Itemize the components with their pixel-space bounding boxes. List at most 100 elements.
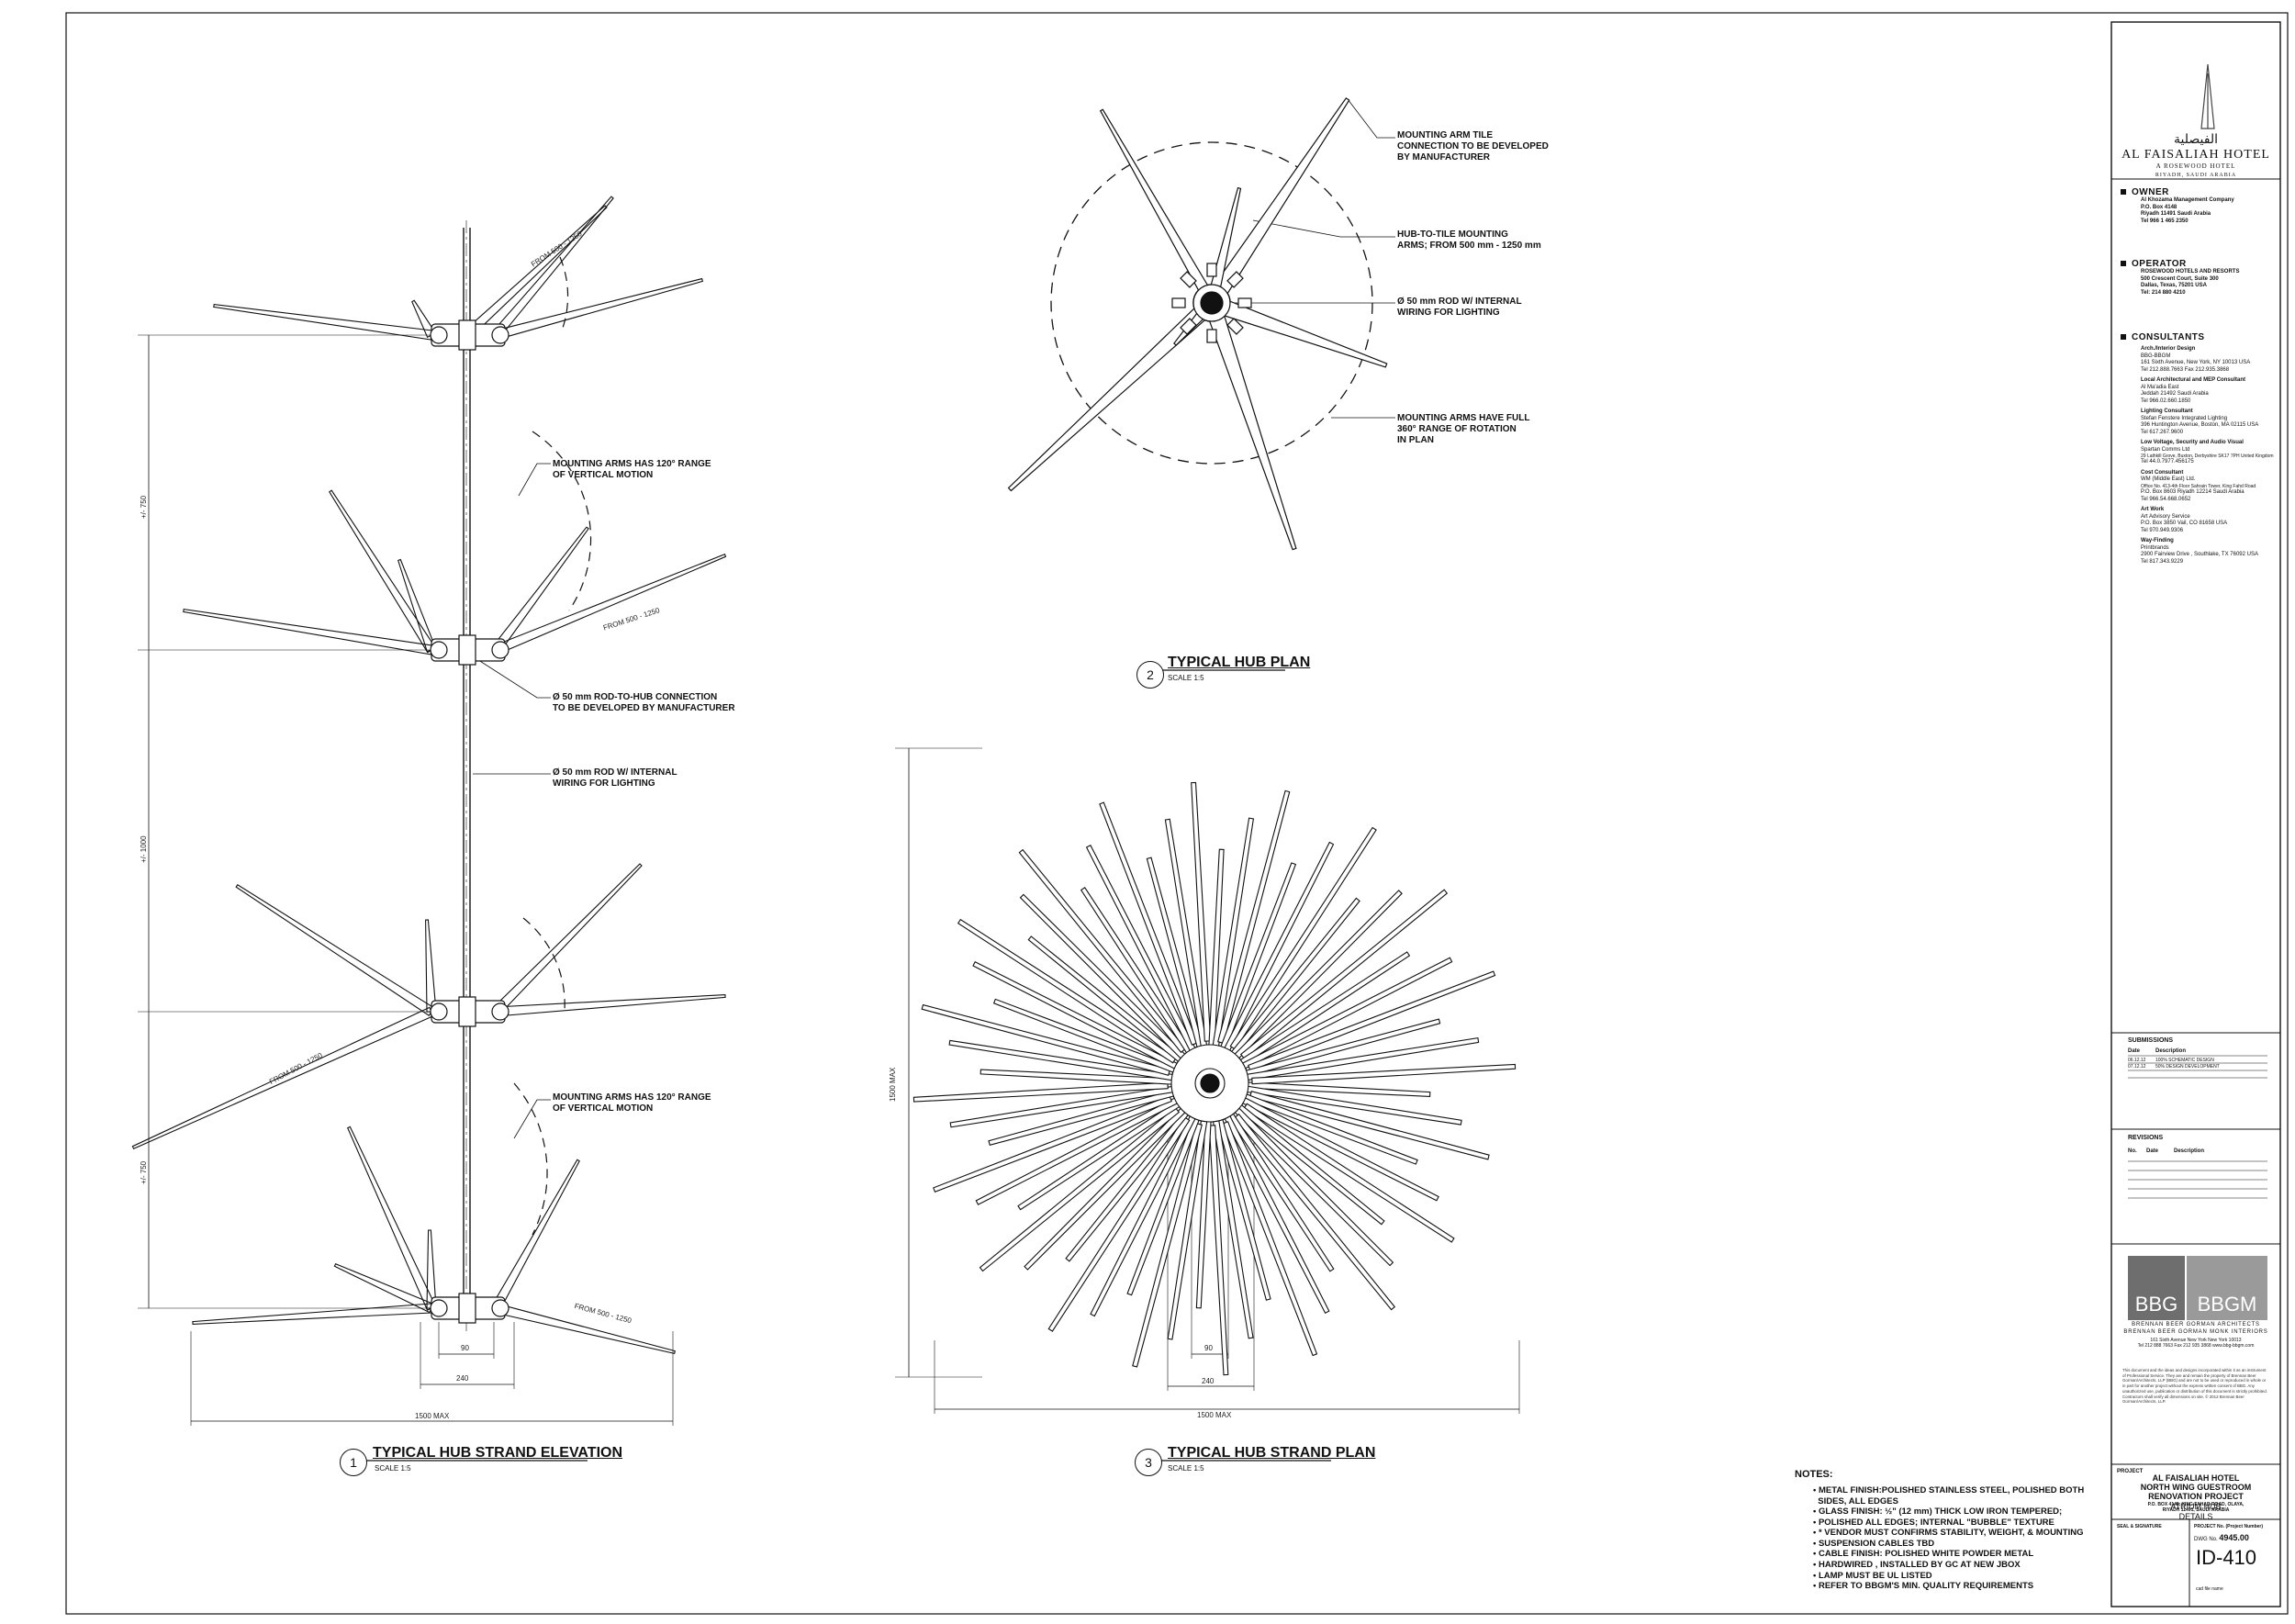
note-item: • GLASS FINISH: ½" (12 mm) THICK LOW IRO… [1813, 1506, 2063, 1518]
elevation-arm [425, 919, 437, 1013]
elevation-arm [183, 608, 433, 655]
elevation-arm [493, 553, 727, 655]
submission-row: 07.12.12 50% DESIGN DEVELOPMENT [2128, 1063, 2220, 1070]
elevation-hub-joint [491, 326, 509, 344]
note-item: • HARDWIRED , INSTALLED BY GC AT NEW JBO… [1813, 1560, 2021, 1571]
plan-arm [1099, 108, 1218, 307]
strand-rod [1221, 1121, 1318, 1357]
elev-dim-1500: 1500 MAX [415, 1412, 450, 1420]
note-item: • REFER TO BBGM'S MIN. QUALITY REQUIREME… [1813, 1581, 2034, 1592]
note-item: • POLISHED ALL EDGES; INTERNAL "BUBBLE" … [1813, 1517, 2054, 1528]
title-block-border [2110, 21, 2281, 1607]
dwg-number: DWG No. 4945.00 [2194, 1533, 2249, 1542]
consultant-entry: Low Voltage, Security and Audio Visual S… [2141, 440, 2274, 465]
hotel-logo-icon [2200, 63, 2215, 129]
consultant-entry: Arch./Interior Design BBG-BBGM 161 Sixth… [2141, 346, 2251, 373]
sheet-title: ATRIUM HUB DETAILS [2170, 1502, 2222, 1521]
elevation-hub-collar [458, 996, 476, 1027]
strand-rod [1243, 1103, 1455, 1243]
elev-rod-connection-note: Ø 50 mm ROD-TO-HUB CONNECTION TO BE DEVE… [553, 692, 735, 713]
note-item: • * VENDOR MUST CONFIRMS STABILITY, WEIG… [1813, 1528, 2084, 1539]
cad-file-label: cad file name [2196, 1586, 2223, 1592]
elevation-hub-joint [430, 326, 448, 344]
plan-rod-note: Ø 50 mm ROD W/ INTERNAL WIRING FOR LIGHT… [1397, 297, 1522, 318]
strand-rod [1099, 801, 1199, 1046]
disclaimer: This document and the ideas and designs … [2122, 1368, 2267, 1405]
drawing-scale-1: SCALE 1:5 [375, 1464, 411, 1473]
strand-rod [1217, 790, 1291, 1045]
elevation-arm [397, 558, 437, 653]
elevation-hub-joint [430, 1002, 448, 1021]
strand-plan-dim-90: 90 [1204, 1344, 1213, 1352]
strand-rod [1248, 1091, 1490, 1160]
motion-arc [559, 256, 569, 331]
consultant-entry: Lighting Consultant Stefan Fenstere Inte… [2141, 409, 2259, 435]
submission-row: 06.12.12 100% SCHEMATIC DESIGN [2128, 1057, 2214, 1063]
elevation-hub-joint [430, 1299, 448, 1317]
elevation-arm [213, 303, 433, 341]
elevation-arm [491, 196, 614, 339]
revisions-table: REVISIONS No. Date Description [2128, 1135, 2205, 1154]
elevation-arm [235, 884, 435, 1016]
project-info: PROJECT AL FAISALIAH HOTEL NORTH WING GU… [2117, 1469, 2252, 1513]
plan-arm [1203, 97, 1350, 308]
elev-rod-wiring-note: Ø 50 mm ROD W/ INTERNAL WIRING FOR LIGHT… [553, 767, 677, 789]
drawing-number-3: 3 [1135, 1449, 1162, 1476]
plan-hub-bracket [1206, 329, 1217, 343]
motion-arc [522, 917, 565, 1011]
elev-range-note-upper: MOUNTING ARMS HAS 120° RANGE OF VERTICAL… [553, 459, 711, 480]
elevation-arm [491, 863, 643, 1016]
strand-rod [1251, 1063, 1517, 1085]
operator-section: OPERATOR ROSEWOOD HOTELS AND RESORTS 500… [2121, 259, 2277, 297]
plan-hub-bracket [1226, 318, 1244, 335]
note-item: SIDES, ALL EDGES [1818, 1495, 1898, 1506]
bbg-logo-left [2128, 1256, 2185, 1320]
seal-label: SEAL & SIGNATURE [2117, 1524, 2162, 1529]
plan-tile-note: MOUNTING ARM TILE CONNECTION TO BE DEVEL… [1397, 130, 1549, 162]
elev-dim-90: 90 [461, 1344, 469, 1352]
plan-hub-bracket [1180, 318, 1197, 335]
strand-rod [912, 1081, 1169, 1103]
motion-arc [532, 431, 592, 611]
elevation-arm [346, 1126, 437, 1311]
drawing-scale-2: SCALE 1:5 [1168, 674, 1204, 682]
hotel-logo: الفيصلية AL FAISALIAH HOTEL A ROSEWOOD H… [2121, 133, 2270, 178]
elevation-hub-joint [430, 641, 448, 659]
strand-plan-rods [912, 781, 1517, 1376]
note-item: • METAL FINISH:POLISHED STAINLESS STEEL,… [1813, 1485, 2085, 1495]
bbg-logo-right-text: BBGM [2197, 1293, 2257, 1316]
consultant-entry: Way-Finding Printbrands 2900 Fairview Dr… [2141, 538, 2258, 565]
drawing-title-3: TYPICAL HUB STRAND PLAN [1168, 1445, 1376, 1461]
strand-rod [921, 1003, 1171, 1076]
elevation-hub-joint [491, 1002, 509, 1021]
notes-list: • METAL FINISH:POLISHED STAINLESS STEEL,… [1795, 1485, 2084, 1592]
plan-arms-note: HUB-TO-TILE MOUNTING ARMS; FROM 500 mm -… [1397, 230, 1541, 251]
elevation-hubs [430, 319, 509, 1324]
submissions-table: SUBMISSIONS Date Description 06.12.12 10… [2128, 1037, 2275, 1070]
strand-plan-dim-240: 240 [1202, 1377, 1215, 1385]
bbg-logo-left-text: BBG [2134, 1293, 2178, 1316]
strand-rod [1239, 889, 1449, 1060]
elev-range-note-lower: MOUNTING ARMS HAS 120° RANGE OF VERTICAL… [553, 1092, 711, 1114]
bbg-logo-right [2187, 1256, 2267, 1320]
strand-rod [979, 1106, 1181, 1272]
note-item: • LAMP MUST BE UL LISTED [1813, 1570, 1932, 1581]
elev-dim-240: 240 [456, 1374, 469, 1383]
strand-plan-dim-height: 1500 MAX [889, 1067, 897, 1102]
general-notes: NOTES: • METAL FINISH:POLISHED STAINLESS… [1795, 1469, 2084, 1592]
elevation-arm [490, 1159, 580, 1312]
elevation-motion-arcs [513, 256, 592, 1236]
elevation-arm [192, 1303, 432, 1325]
owner-section: OWNER Al Khozama Management Company P.O.… [2121, 187, 2277, 225]
note-item: • CABLE FINISH: POLISHED WHITE POWDER ME… [1813, 1549, 2034, 1560]
strand-rod [1191, 781, 1212, 1042]
drawing-title-1: TYPICAL HUB STRAND ELEVATION [373, 1445, 623, 1461]
strand-rod [1047, 1116, 1191, 1332]
elevation-hub-joint [491, 1299, 509, 1317]
elev-dim-v-upper: +/- 750 [140, 495, 148, 519]
consultants-section: CONSULTANTS Arch./Interior Design BBG-BB… [2121, 332, 2278, 566]
elevation-arm [491, 526, 589, 654]
elevation-arm [495, 994, 726, 1017]
elevation-hub-collar [458, 1293, 476, 1324]
